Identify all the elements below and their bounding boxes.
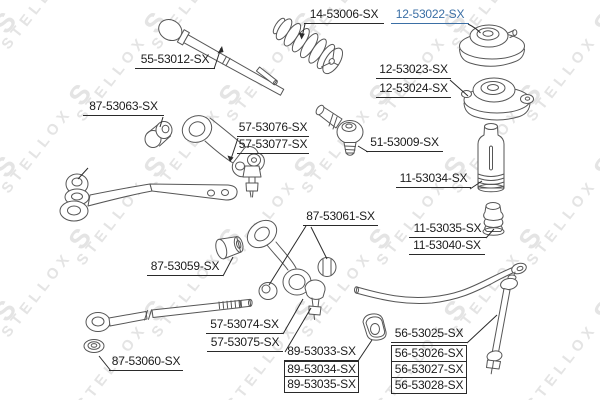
part-label-51-53009-sx[interactable]: 51-53009-SX — [366, 136, 443, 152]
part-label-57-53074-sx[interactable]: 57-53074-SX — [206, 318, 283, 334]
part-label-57-53076-sx[interactable]: 57-53076-SX — [237, 121, 309, 137]
leader-lines — [78, 24, 497, 371]
part-label-57-53075-sx[interactable]: 57-53075-SX — [207, 336, 283, 352]
part-label-55-53012-sx[interactable]: 55-53012-SX — [135, 53, 215, 69]
bottom-rod-drawing — [86, 299, 252, 331]
bushing-87-53063-drawing — [145, 122, 172, 148]
part-label-56-53026-sx[interactable]: 56-53026-SX — [391, 345, 467, 362]
part-label-87-53060-sx[interactable]: 87-53060-SX — [109, 355, 183, 371]
shock-boot-drawing — [478, 124, 504, 192]
strut-mount-drawing — [462, 78, 534, 120]
part-label-12-53023-sx[interactable]: 12-53023-SX — [376, 63, 451, 79]
part-label-87-53059-sx[interactable]: 87-53059-SX — [147, 260, 223, 276]
bushing-87-53059-drawing — [214, 234, 245, 260]
part-label-87-53061-sx[interactable]: 87-53061-SX — [303, 210, 378, 226]
part-label-12-53024-sx[interactable]: 12-53024-SX — [376, 82, 451, 98]
washer-87-53060-drawing — [84, 340, 104, 353]
part-label-89-53034-sx[interactable]: 89-53034-SX — [284, 361, 359, 377]
part-label-11-53035-sx[interactable]: 11-53035-SX — [409, 222, 486, 238]
part-label-89-53035-sx[interactable]: 89-53035-SX — [284, 376, 359, 393]
axial-tie-rod-drawing — [155, 15, 287, 100]
part-label-14-53006-sx[interactable]: 14-53006-SX — [304, 8, 384, 24]
part-label-87-53063-sx[interactable]: 87-53063-SX — [83, 100, 164, 116]
stabilizer-link-drawing — [486, 272, 518, 374]
part-label-89-53033-sx[interactable]: 89-53033-SX — [284, 345, 359, 361]
steering-bellows-drawing — [268, 12, 346, 77]
part-label-56-53028-sx[interactable]: 56-53028-SX — [391, 377, 467, 394]
part-label-56-53027-sx[interactable]: 56-53027-SX — [391, 361, 467, 378]
strut-mount-highlight-drawing — [460, 25, 525, 66]
rear-arm-drawing — [242, 215, 336, 320]
bump-stop-drawing — [483, 203, 504, 236]
idler-arm-drawing — [60, 184, 237, 221]
stabilizer-bushing-drawing — [363, 314, 386, 340]
part-label-57-53077-sx[interactable]: 57-53077-SX — [237, 138, 309, 154]
part-label-11-53040-sx[interactable]: 11-53040-SX — [409, 239, 485, 255]
part-label-12-53022-sx-highlighted[interactable]: 12-53022-SX — [391, 8, 469, 24]
tie-rod-end-drawing — [314, 104, 363, 155]
control-arm-drawing — [178, 111, 264, 197]
rack-rod-stub-drawing — [256, 67, 278, 85]
part-label-11-53034-sx[interactable]: 11-53034-SX — [396, 172, 471, 188]
part-label-56-53025-sx[interactable]: 56-53025-SX — [391, 327, 467, 343]
